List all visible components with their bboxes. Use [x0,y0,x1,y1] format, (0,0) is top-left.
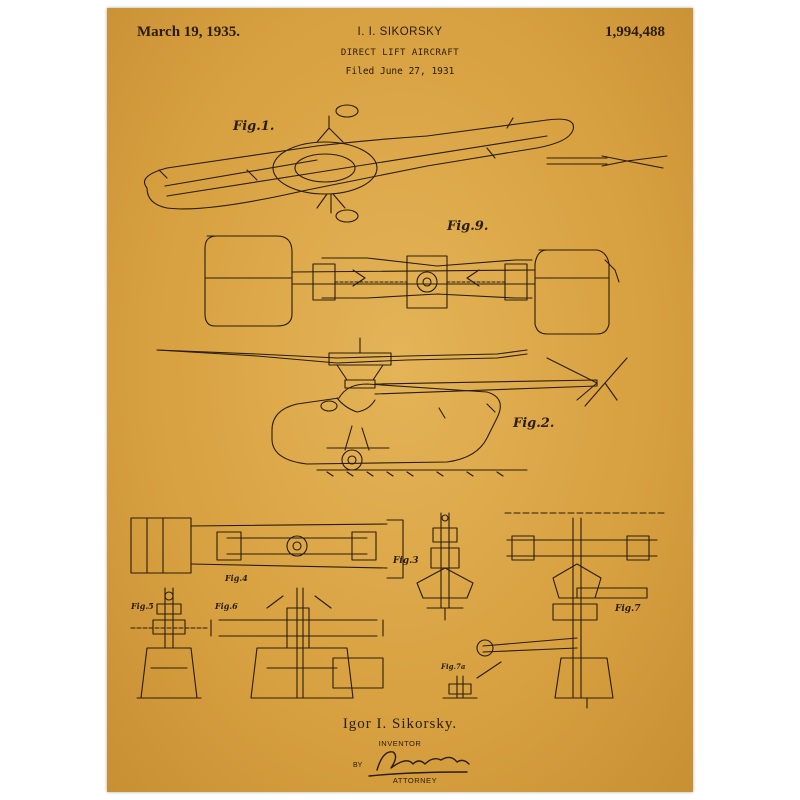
fig3-drawing [417,513,473,620]
filed-date: Filed June 27, 1931 [345,66,455,77]
fig1-drawing [145,105,668,222]
fig7a-label: Fig.7a [441,662,466,671]
patent-poster: March 19, 1935. I. I. SIKORSKY 1,994,488… [107,8,693,792]
attorney-role: ATTORNEY [392,776,438,785]
fig6-label: Fig.6 [215,601,238,611]
attorney-signature [369,752,469,776]
fig5-drawing [131,588,207,698]
inventor-role: INVENTOR [378,739,422,748]
fig4-drawing [131,518,403,578]
inventor-header: I. I. SIKORSKY [357,26,443,38]
fig7a-drawing [443,676,477,698]
inventor-signature: Igor I. Sikorsky. [342,716,458,732]
fig5-label: Fig.5 [131,601,154,611]
fig9-label: Fig.9. [447,219,489,234]
fig7-drawing [477,513,667,708]
fig7-label: Fig.7 [615,604,641,614]
fig2-label: Fig.2. [513,416,555,431]
fig1-label: Fig.1. [233,119,275,134]
patent-date: March 19, 1935. [137,24,241,40]
fig3-label: Fig.3 [393,556,419,566]
patent-drawings [107,8,693,792]
fig9-drawing [205,236,619,334]
fig6-drawing [211,588,383,698]
fig2-drawing [157,338,627,476]
by-label: BY [353,762,363,769]
patent-title: DIRECT LIFT AIRCRAFT [340,48,460,58]
patent-number: 1,994,488 [605,24,665,40]
fig4-label: Fig.4 [225,573,248,583]
